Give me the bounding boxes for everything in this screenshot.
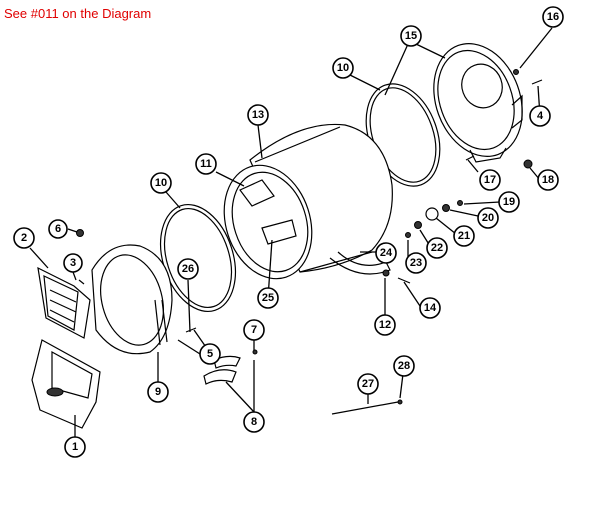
svg-text:25: 25 (262, 292, 274, 304)
callout-21: 21 (453, 225, 475, 247)
svg-text:2: 2 (21, 232, 27, 244)
svg-text:26: 26 (182, 263, 194, 275)
front-bulkhead (91, 244, 173, 355)
callout-28: 28 (393, 355, 415, 377)
svg-text:15: 15 (405, 30, 417, 42)
svg-text:10: 10 (155, 177, 167, 189)
callout-2: 2 (13, 227, 35, 249)
svg-text:14: 14 (424, 302, 437, 314)
svg-text:3: 3 (70, 257, 76, 269)
callout-11: 11 (195, 153, 217, 175)
callout-5: 5 (199, 343, 221, 365)
drum-glides (203, 355, 241, 385)
drum-rod (331, 399, 403, 415)
callout-25: 25 (257, 287, 279, 309)
callout-10-left: 10 (150, 172, 172, 194)
svg-text:9: 9 (155, 386, 161, 398)
svg-text:27: 27 (362, 378, 374, 390)
svg-text:12: 12 (379, 319, 391, 331)
front-panel-lower (31, 339, 101, 429)
svg-text:8: 8 (251, 416, 257, 428)
svg-text:10: 10 (337, 62, 349, 74)
svg-text:21: 21 (458, 230, 470, 242)
svg-text:20: 20 (482, 212, 494, 224)
callout-1: 1 (64, 436, 86, 458)
svg-text:7: 7 (251, 324, 257, 336)
callout-23: 23 (405, 252, 427, 274)
svg-text:18: 18 (542, 174, 554, 186)
callout-14: 14 (419, 297, 441, 319)
svg-text:4: 4 (537, 110, 544, 122)
callout-16: 16 (542, 6, 564, 28)
rear-bulkhead (433, 43, 523, 163)
callout-27: 27 (357, 373, 379, 395)
lint-filter-housing (37, 266, 91, 339)
callout-19: 19 (498, 191, 520, 213)
callout-7: 7 (243, 319, 265, 341)
diagram-reference-note: See #011 on the Diagram (4, 6, 152, 21)
small-hardware (76, 69, 543, 355)
svg-text:19: 19 (503, 196, 515, 208)
callout-4: 4 (529, 105, 551, 127)
callout-18: 18 (537, 169, 559, 191)
svg-text:16: 16 (547, 11, 559, 23)
dryer-drum (223, 123, 393, 280)
callout-15: 15 (400, 25, 422, 47)
callout-9: 9 (147, 381, 169, 403)
callout-12: 12 (374, 314, 396, 336)
callout-22: 22 (426, 237, 448, 259)
callout-20: 20 (477, 207, 499, 229)
svg-text:17: 17 (484, 174, 496, 186)
svg-text:11: 11 (200, 158, 212, 170)
callout-8: 8 (243, 411, 265, 433)
svg-text:22: 22 (431, 242, 443, 254)
svg-text:23: 23 (410, 257, 422, 269)
callout-17: 17 (479, 169, 501, 191)
svg-text:6: 6 (55, 223, 61, 235)
svg-text:1: 1 (72, 441, 78, 453)
svg-text:13: 13 (252, 109, 264, 121)
callout-24: 24 (375, 242, 397, 264)
svg-text:5: 5 (207, 348, 213, 360)
svg-text:24: 24 (380, 247, 393, 259)
callout-13: 13 (247, 104, 269, 126)
svg-text:28: 28 (398, 360, 410, 372)
callout-26: 26 (177, 258, 199, 280)
callout-6: 6 (48, 219, 68, 239)
callout-10-right: 10 (332, 57, 354, 79)
callout-3: 3 (63, 253, 83, 273)
